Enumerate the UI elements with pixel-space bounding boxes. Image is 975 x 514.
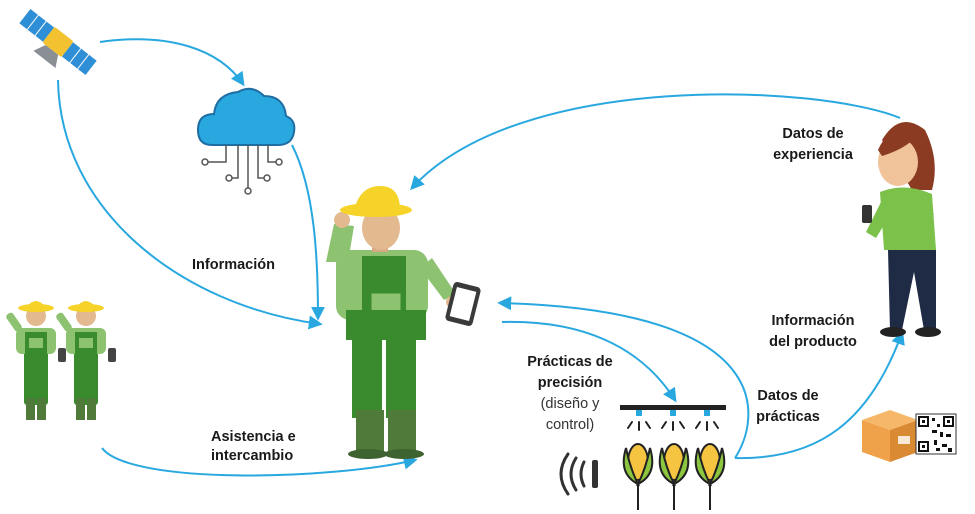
arrow-crops-to-farmer: [497, 296, 750, 459]
label-datos-practicas-line2: prácticas: [756, 409, 820, 425]
label-practicas-line1: Prácticas de: [527, 354, 612, 370]
arrow-satellite-to-cloud: [99, 38, 245, 87]
arrow-satellite-to-farmer: [57, 79, 323, 330]
label-datos-experiencia-line2: experiencia: [773, 147, 854, 163]
arrow-farmer-to-sprayer: [501, 320, 677, 403]
arrow-cloud-to-farmer: [291, 144, 325, 321]
consumer-icon: [862, 122, 941, 337]
label-informacion: Información: [192, 257, 275, 273]
label-practicas-line4: control): [546, 417, 594, 433]
label-datos-practicas-line1: Datos de: [757, 388, 818, 404]
corn-crops-icon: [622, 443, 726, 510]
qr-code-icon: [915, 413, 957, 455]
sprayer-icon: [620, 405, 726, 431]
farmer-icon: [326, 186, 481, 459]
farmer-group-icon: [4, 301, 116, 420]
label-info-producto-line2: del producto: [769, 334, 857, 350]
arrow-group-to-farmer: [101, 447, 418, 477]
arrow-consumer-to-farmer: [410, 93, 901, 191]
label-info-producto-line1: Información: [772, 313, 855, 329]
label-practicas-line2: precisión: [538, 375, 602, 391]
sensor-icon: [559, 452, 598, 496]
label-datos-experiencia-line1: Datos de: [782, 126, 843, 142]
arrow-crops-to-consumer: [734, 330, 905, 460]
label-practicas-line3: (diseño y: [541, 396, 601, 412]
cloud-icon: [196, 87, 296, 195]
label-asistencia-line1: Asistencia e: [211, 429, 296, 445]
product-box-icon: [862, 410, 918, 462]
label-asistencia-line2: intercambio: [211, 448, 293, 464]
satellite-icon: [19, 9, 97, 75]
